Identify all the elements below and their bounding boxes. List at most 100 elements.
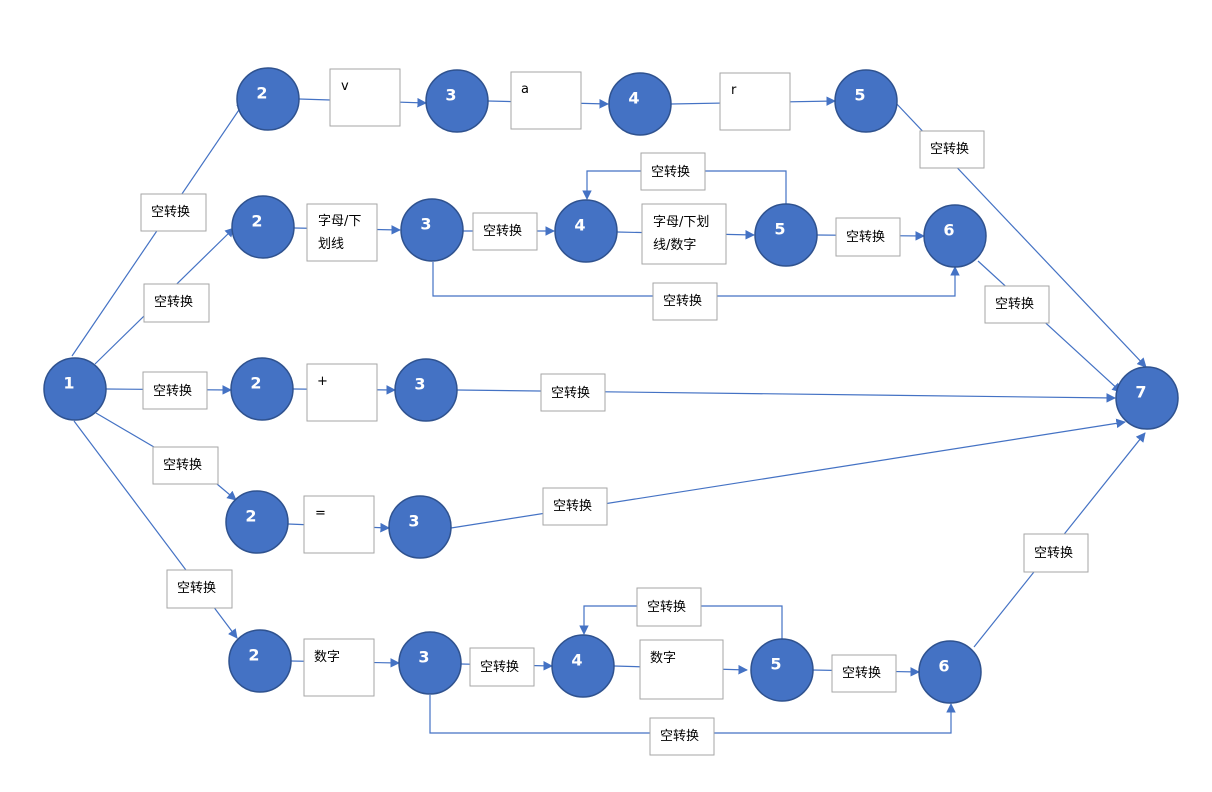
- state-a5: [834, 69, 898, 133]
- label-box-1-a2: [140, 193, 207, 232]
- label-d3-7: 空转换: [553, 499, 592, 514]
- label-d2-d3: =: [315, 506, 326, 521]
- label-a2-a3: v: [341, 79, 349, 94]
- state-e4-label: 4: [571, 651, 582, 670]
- label-box-e3-e6: [649, 717, 715, 756]
- label-1-e2: 空转换: [177, 581, 216, 596]
- state-a4: [608, 72, 672, 136]
- label-e5-e6: 空转换: [842, 666, 881, 681]
- state-b2: [231, 195, 295, 259]
- label-box-e3-e4: [469, 647, 535, 687]
- label-e3-e6: 空转换: [660, 729, 699, 744]
- edges: [71, 96, 1147, 734]
- state-b6-label: 6: [943, 221, 954, 240]
- label-1-b2: 空转换: [154, 295, 193, 310]
- label-b2-b3-line2: 划线: [318, 237, 344, 252]
- state-b4-label: 4: [574, 216, 585, 235]
- state-e5: [750, 638, 814, 702]
- label-box-d3-7: [542, 487, 608, 526]
- label-box-d2-d3: [303, 495, 375, 554]
- state-e5-label: 5: [770, 655, 781, 674]
- label-b5-b6: 空转换: [846, 230, 885, 245]
- state-e6: [918, 640, 982, 704]
- label-box-b5-b4: [640, 152, 706, 191]
- label-b4-b5-line2: 线/数字: [653, 238, 696, 253]
- state-c3-label: 3: [414, 375, 425, 394]
- label-e6-7: 空转换: [1034, 546, 1073, 561]
- label-box-b6-7: [984, 285, 1050, 324]
- state-b6: [923, 204, 987, 268]
- label-e5-e4: 空转换: [647, 600, 686, 615]
- state-b3: [400, 198, 464, 262]
- state-1: [43, 357, 107, 421]
- label-b4-b5-line1: 字母/下划: [653, 215, 709, 230]
- state-e3: [398, 631, 462, 695]
- label-box-e5-e6: [831, 654, 897, 693]
- label-box-e2-e3: [303, 638, 375, 697]
- label-box-b3-b6: [652, 282, 718, 321]
- state-d2-label: 2: [245, 507, 256, 526]
- state-a4-label: 4: [628, 89, 639, 108]
- state-b3-label: 3: [420, 215, 431, 234]
- state-d3: [388, 495, 452, 559]
- nodes: 1 2 3 4 5 2 3 4 5 6 2 3 2 3 2 3: [43, 67, 1179, 704]
- state-d2: [225, 490, 289, 554]
- state-1-label: 1: [63, 374, 74, 393]
- label-box-a2-a3: [329, 68, 401, 127]
- state-d3-label: 3: [408, 512, 419, 531]
- label-1-c2: 空转换: [153, 384, 192, 399]
- state-a3: [425, 69, 489, 133]
- label-box-a3-a4: [510, 71, 582, 130]
- label-box-b5-b6: [835, 217, 901, 257]
- label-c3-7: 空转换: [551, 386, 590, 401]
- label-box-1-d2: [152, 446, 219, 485]
- label-b5-b4: 空转换: [651, 165, 690, 180]
- state-e4: [551, 634, 615, 698]
- label-box-e4-e5: [639, 639, 724, 700]
- state-e2: [228, 629, 292, 693]
- label-box-c3-7: [540, 373, 606, 412]
- state-7: [1115, 366, 1179, 430]
- state-b2-label: 2: [251, 212, 262, 231]
- state-c3: [394, 358, 458, 422]
- label-a5-7: 空转换: [930, 142, 969, 157]
- labels: 空转换 空转换 空转换 空转换 空转换 v a r 空转换 字母/下 划线 空转…: [140, 68, 1089, 756]
- label-1-a2: 空转换: [151, 205, 190, 220]
- state-7-label: 7: [1135, 383, 1146, 402]
- label-box-c2-c3: [306, 363, 378, 422]
- state-a3-label: 3: [445, 86, 456, 105]
- state-e6-label: 6: [938, 657, 949, 676]
- label-e2-e3: 数字: [314, 650, 340, 665]
- label-box-b3-b4: [472, 212, 538, 251]
- label-e4-e5: 数字: [650, 651, 676, 666]
- state-b5: [754, 203, 818, 267]
- state-b5-label: 5: [774, 220, 785, 239]
- label-box-e6-7: [1023, 533, 1089, 573]
- state-a2: [236, 67, 300, 131]
- label-b2-b3-line1: 字母/下: [318, 214, 361, 229]
- label-box-a5-7: [919, 130, 985, 169]
- state-c2-label: 2: [250, 374, 261, 393]
- label-1-d2: 空转换: [163, 458, 202, 473]
- label-b3-b4: 空转换: [483, 224, 522, 239]
- state-b4: [554, 199, 618, 263]
- label-box-1-e2: [166, 569, 233, 609]
- label-box-b2-b3: [306, 203, 378, 262]
- label-box-a4-a5: [719, 72, 791, 131]
- label-a3-a4: a: [521, 82, 529, 97]
- label-box-1-b2: [143, 283, 210, 323]
- label-c2-c3: +: [317, 374, 328, 389]
- label-box-1-c2: [142, 371, 208, 410]
- state-a5-label: 5: [854, 86, 865, 105]
- state-e3-label: 3: [418, 648, 429, 667]
- label-b3-b6: 空转换: [663, 294, 702, 309]
- label-a4-a5: r: [731, 83, 737, 98]
- state-e2-label: 2: [248, 646, 259, 665]
- state-c2: [230, 357, 294, 421]
- label-box-b4-b5: [641, 203, 727, 265]
- state-a2-label: 2: [256, 84, 267, 103]
- edge-b6-7: [977, 260, 1122, 393]
- label-e3-e4: 空转换: [480, 660, 519, 675]
- label-box-e5-e4: [636, 587, 702, 627]
